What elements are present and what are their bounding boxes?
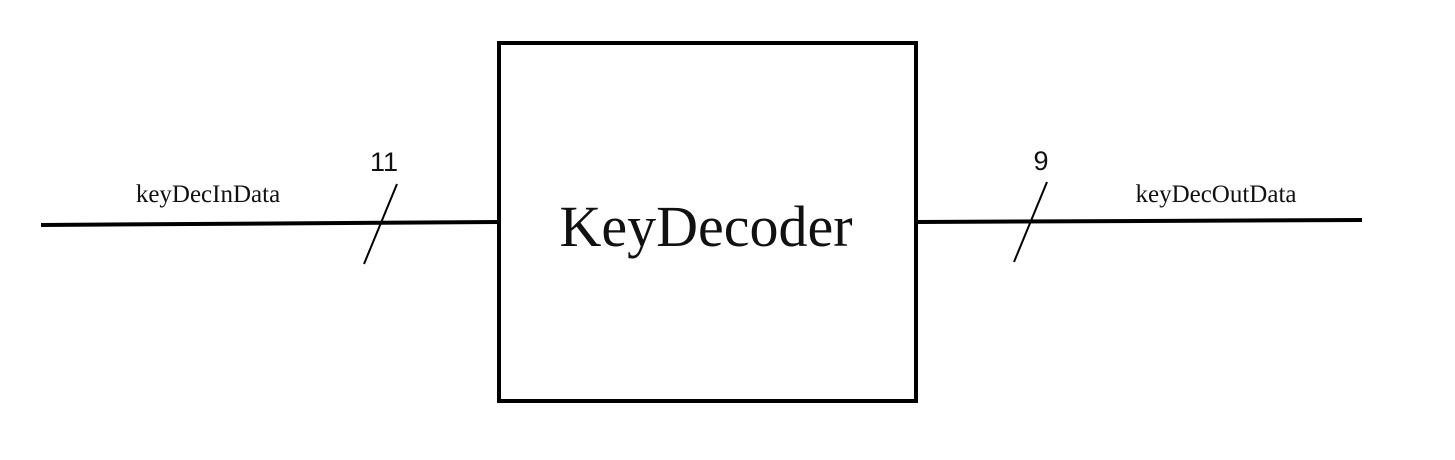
output-bus-slash — [1013, 181, 1048, 263]
decoder-block-title: KeyDecoder — [559, 194, 852, 259]
decoder-block — [497, 41, 918, 403]
output-signal-label: keyDecOutData — [1135, 181, 1296, 208]
input-wire — [40, 220, 500, 227]
output-wire — [915, 218, 1363, 224]
output-bus-width-label: 9 — [1033, 146, 1048, 176]
input-bus-slash — [363, 183, 398, 265]
input-signal-label: keyDecInData — [136, 181, 280, 208]
input-bus-width-label: 11 — [370, 147, 398, 177]
